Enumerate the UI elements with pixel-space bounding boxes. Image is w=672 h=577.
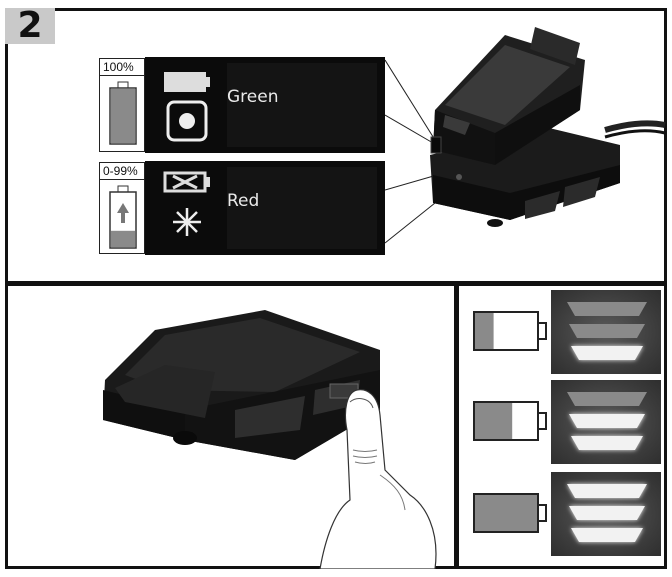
- battery-fill: [111, 89, 135, 143]
- led-bar-lit: [567, 484, 647, 498]
- led-bar-lit: [571, 436, 643, 450]
- fuel-gauge-led-tile: [551, 472, 661, 556]
- gauge-battery-fill: [475, 403, 513, 439]
- gauge-battery-icon: [473, 401, 547, 441]
- percent-label: 0-99%: [100, 163, 144, 180]
- led-bar-lit: [569, 506, 645, 520]
- battery-charging-icon: [109, 185, 137, 249]
- led-bar-unlit: [567, 392, 647, 406]
- percent-box-full: 100%: [99, 58, 145, 152]
- led-bars: [567, 302, 647, 360]
- led-bar-lit: [571, 346, 643, 360]
- led-bar-unlit: [569, 324, 645, 338]
- led-bars: [567, 484, 647, 542]
- charger-illustration: [385, 27, 666, 244]
- percent-label: 100%: [100, 59, 144, 76]
- led-bar-lit: [571, 528, 643, 542]
- battery-level-icon: [109, 81, 137, 145]
- percent-box-charging: 0-99%: [99, 162, 145, 254]
- indicator-row-charging: Red: [145, 161, 385, 255]
- gauge-battery-icon: [473, 311, 547, 351]
- led-blinking-icon: [173, 208, 201, 236]
- indicator-row-full: Green: [145, 57, 385, 153]
- battery-pack-illustration: [103, 310, 437, 569]
- led-solid-icon: [166, 100, 208, 142]
- gauge-battery-fill: [475, 313, 494, 349]
- charger-battery-error-icon: [163, 171, 210, 193]
- gauge-battery-icon: [473, 493, 547, 533]
- fuel-gauge-led-tile: [551, 290, 661, 374]
- indicator-color-label: Red: [227, 191, 260, 211]
- indicator-color-label: Green: [227, 87, 279, 107]
- fuel-gauge-led-tile: [551, 380, 661, 464]
- led-bar-unlit: [567, 302, 647, 316]
- led-bars: [567, 392, 647, 450]
- gauge-battery-fill: [475, 495, 537, 531]
- step-number: 2: [17, 5, 43, 46]
- led-bar-lit: [569, 414, 645, 428]
- battery-fill: [111, 230, 135, 247]
- charger-battery-full-icon: [164, 72, 210, 92]
- step-badge: 2: [5, 5, 55, 46]
